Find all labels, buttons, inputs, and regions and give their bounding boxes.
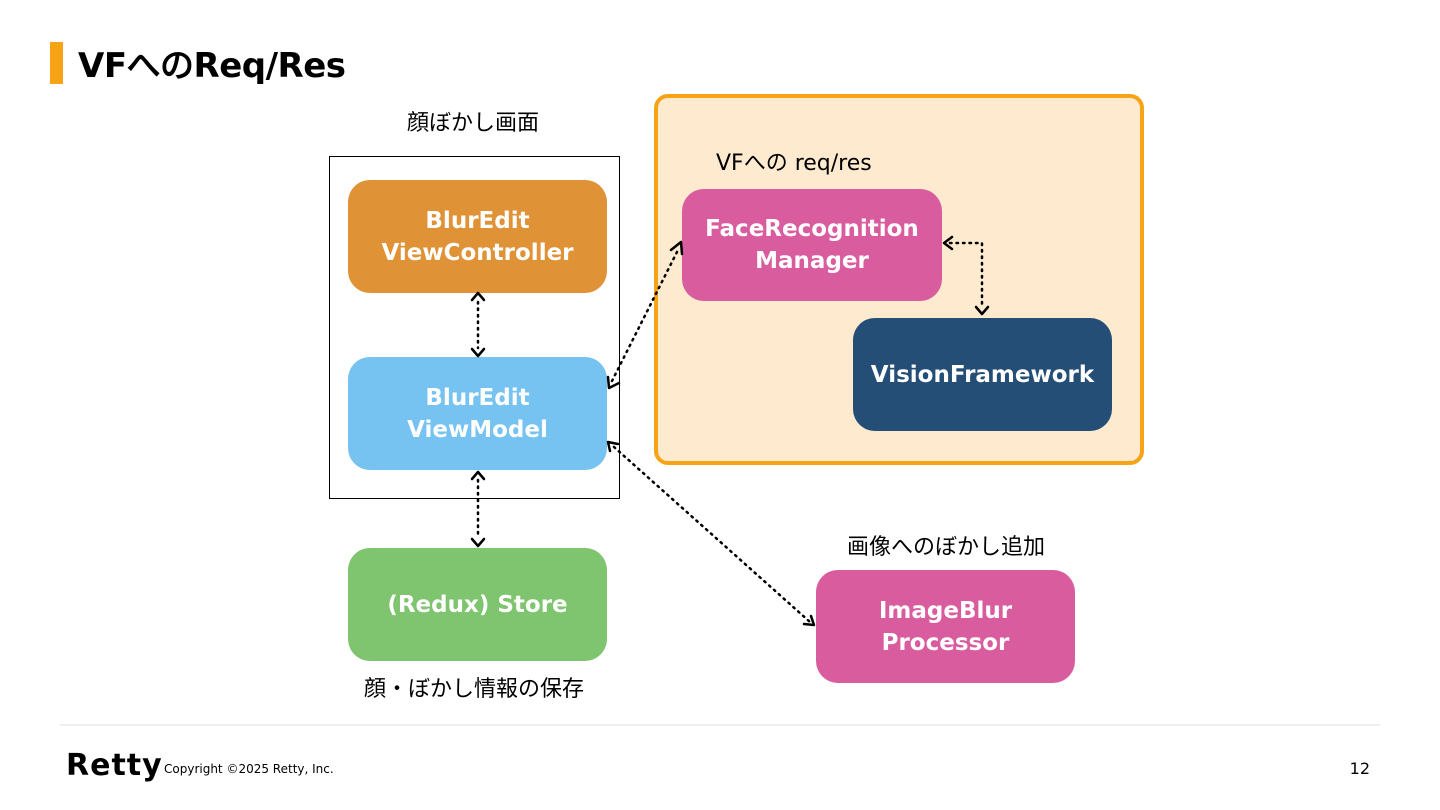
- image-blur-processor-node: ImageBlur Processor: [816, 570, 1075, 683]
- node-line: Manager: [755, 248, 869, 274]
- viewmodel-face-manager-connector: [610, 248, 680, 383]
- node-line: FaceRecognition: [705, 216, 919, 242]
- node-line: ViewController: [381, 239, 574, 266]
- node-line: ImageBlur: [878, 597, 1013, 624]
- face-manager-vision-connector: [948, 241, 984, 310]
- arrowhead-icon: [974, 305, 990, 316]
- blur-edit-view-controller-node: BlurEdit ViewController: [348, 180, 607, 293]
- face-recognition-manager-node: FaceRecognition Manager: [682, 189, 942, 301]
- arrowhead-icon: [606, 440, 620, 453]
- vf-group-label: VFへの req/res: [716, 151, 872, 176]
- node-line: VisionFramework: [870, 361, 1095, 388]
- vision-framework-node: VisionFramework: [853, 318, 1112, 431]
- arrowhead-icon: [470, 291, 486, 302]
- node-line: (Redux) Store: [387, 591, 568, 618]
- redux-store-node: (Redux) Store: [348, 548, 607, 661]
- store-caption: 顔・ぼかし情報の保存: [363, 677, 584, 702]
- viewmodel-image-blur-connector: [612, 445, 812, 624]
- screen-label: 顔ぼかし画面: [406, 111, 539, 136]
- node-line: ViewModel: [407, 416, 548, 443]
- node-line: BlurEdit: [425, 207, 530, 234]
- blur-edit-view-model-node: BlurEdit ViewModel: [348, 357, 607, 470]
- arrowhead-icon: [802, 614, 816, 627]
- footer-divider: [60, 724, 1380, 726]
- copyright-text: Copyright ©2025 Retty, Inc.: [164, 762, 334, 776]
- arrowhead-icon: [470, 347, 486, 358]
- arrowhead-icon: [669, 240, 684, 256]
- arrowhead-icon: [606, 375, 621, 390]
- screen-frame: [329, 156, 620, 499]
- page-number: 12: [1349, 759, 1370, 778]
- title-accent-bar: [50, 42, 63, 84]
- retty-logo: Retty: [66, 748, 163, 783]
- arrowhead-icon: [470, 537, 486, 548]
- slide-title: VFへのReq/Res: [78, 46, 346, 86]
- node-line: BlurEdit: [425, 384, 530, 411]
- blur-add-label: 画像へのぼかし追加: [846, 535, 1045, 560]
- arrowhead-icon: [470, 470, 486, 481]
- arrowhead-icon: [942, 235, 954, 251]
- node-line: Processor: [881, 629, 1010, 656]
